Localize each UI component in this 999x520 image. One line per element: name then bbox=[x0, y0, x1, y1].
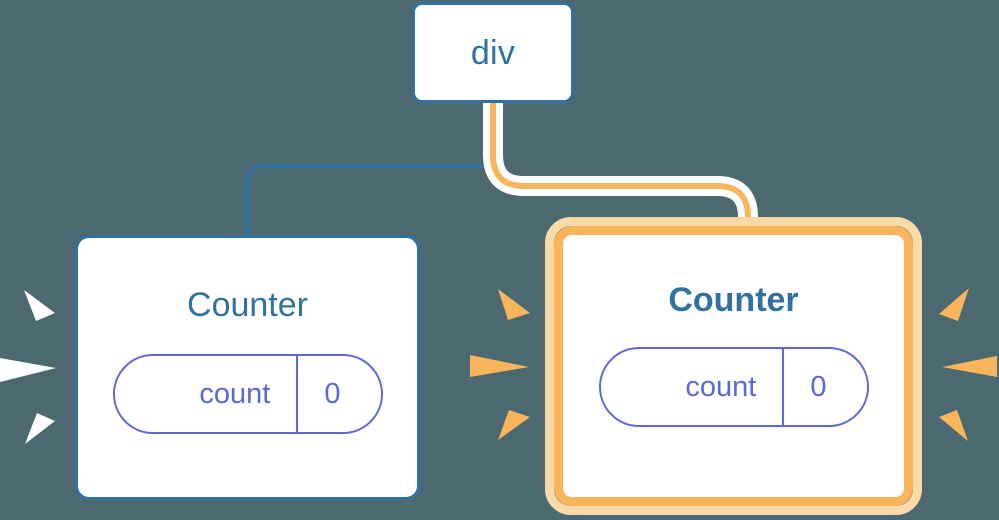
sparkle-icon bbox=[498, 410, 530, 440]
sparkle-orange-group bbox=[470, 289, 530, 440]
node-div[interactable]: div bbox=[412, 2, 574, 103]
sparkle-white-group bbox=[0, 290, 56, 444]
prop-value-count: 0 bbox=[810, 370, 827, 403]
sparkle-icon bbox=[498, 289, 530, 320]
prop-value-count: 0 bbox=[324, 377, 341, 410]
prop-key-count: count bbox=[685, 370, 757, 403]
node-counter-right[interactable]: Counter count 0 bbox=[554, 226, 913, 506]
prop-pill-count-left: count 0 bbox=[112, 354, 383, 434]
sparkle-icon bbox=[939, 410, 968, 441]
prop-pill-count-right: count 0 bbox=[598, 347, 869, 427]
node-counter-left[interactable]: Counter count 0 bbox=[75, 235, 420, 500]
sparkle-icon bbox=[25, 413, 55, 444]
sparkle-orange-group bbox=[939, 288, 997, 441]
node-counter-right-label: Counter bbox=[668, 281, 799, 319]
sparkle-icon bbox=[0, 358, 56, 382]
prop-pill-key-cell-left: count bbox=[115, 356, 297, 432]
prop-key-count: count bbox=[199, 377, 271, 410]
node-div-label: div bbox=[470, 33, 516, 72]
edge-div-to-counter-right bbox=[490, 100, 751, 250]
prop-pill-key-cell-right: count bbox=[601, 349, 783, 425]
node-counter-left-label: Counter bbox=[187, 286, 308, 324]
sparkle-icon bbox=[470, 355, 529, 377]
sparkle-icon bbox=[24, 290, 55, 321]
prop-pill-value-cell-left: 0 bbox=[296, 356, 380, 432]
sparkle-icon bbox=[939, 288, 969, 321]
node-counter-right-glow: Counter count 0 bbox=[545, 217, 922, 515]
prop-pill-value-cell-right: 0 bbox=[782, 349, 866, 425]
sparkle-icon bbox=[942, 356, 997, 377]
